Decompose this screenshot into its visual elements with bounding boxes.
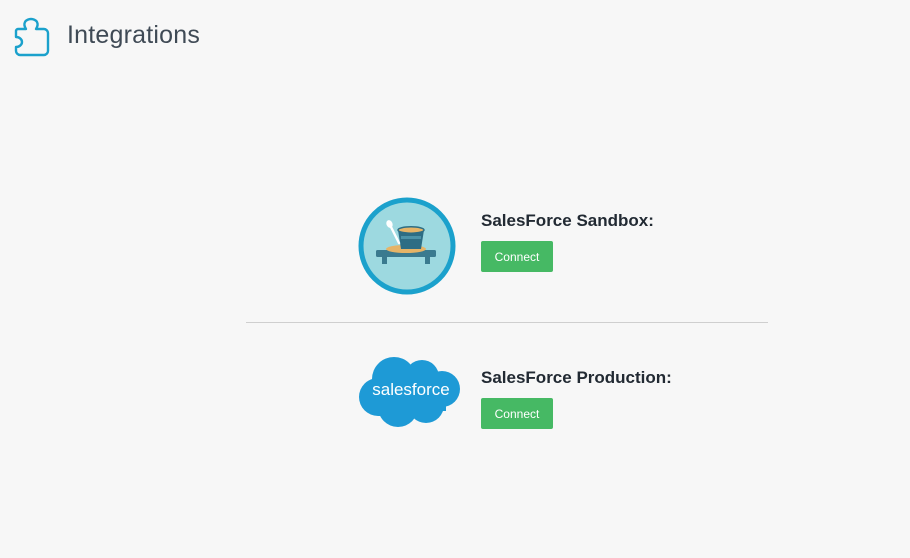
page-header: Integrations <box>12 12 200 58</box>
integration-production: salesforce SalesForce Production: Connec… <box>246 353 768 453</box>
connect-production-button[interactable]: Connect <box>481 398 553 429</box>
divider <box>246 322 768 323</box>
salesforce-logo-text: salesforce <box>372 380 449 399</box>
salesforce-cloud-logo: salesforce <box>359 357 460 427</box>
puzzle-icon <box>14 17 50 57</box>
connect-sandbox-button[interactable]: Connect <box>481 241 553 272</box>
page-title: Integrations <box>67 20 201 49</box>
integration-sandbox: SalesForce Sandbox: Connect <box>246 197 768 297</box>
integration-title-production: SalesForce Production: <box>481 368 672 387</box>
sandbox-bucket-icon <box>358 197 456 295</box>
integration-title-sandbox: SalesForce Sandbox: <box>481 211 654 230</box>
